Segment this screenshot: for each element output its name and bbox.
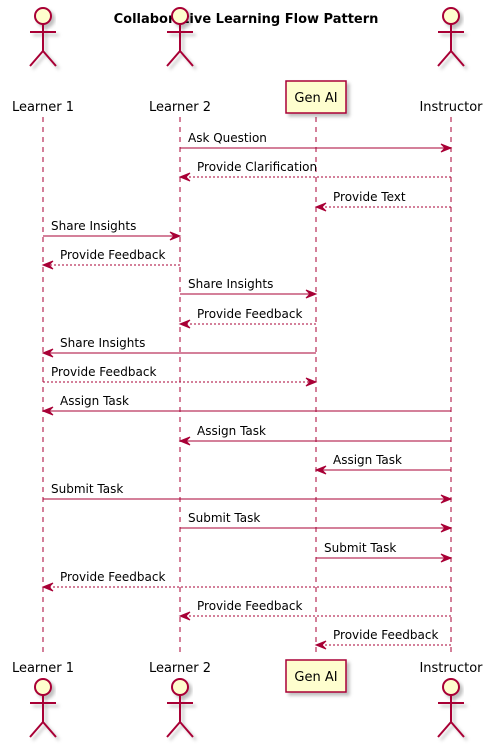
participant-genai-top: Gen AI xyxy=(285,80,347,114)
message-11: Assign Task xyxy=(178,424,451,446)
arrow-head xyxy=(440,523,453,533)
participant-label: Gen AI xyxy=(294,670,337,685)
message-label: Share Insights xyxy=(51,219,136,233)
arrow-head xyxy=(314,202,327,212)
arrow-head xyxy=(305,377,318,387)
message-label: Submit Task xyxy=(51,482,123,496)
arrow-head xyxy=(314,640,327,650)
message-7: Provide Feedback xyxy=(178,307,316,329)
message-8: Share Insights xyxy=(41,336,316,358)
participant-instructor-bottom: Instructor xyxy=(419,661,483,738)
message-label: Assign Task xyxy=(197,424,266,438)
message-label: Provide Feedback xyxy=(197,599,302,613)
message-15: Submit Task xyxy=(316,541,453,563)
message-label: Provide Text xyxy=(333,190,406,204)
message-label: Provide Feedback xyxy=(197,307,302,321)
message-18: Provide Feedback xyxy=(314,628,451,650)
arrow-head xyxy=(41,582,54,592)
message-10: Assign Task xyxy=(41,394,451,416)
message-label: Submit Task xyxy=(188,511,260,525)
message-14: Submit Task xyxy=(180,511,453,533)
message-5: Provide Feedback xyxy=(41,248,180,270)
arrow-head xyxy=(440,553,453,563)
participant-label: Instructor xyxy=(419,661,483,676)
message-9: Provide Feedback xyxy=(43,365,318,387)
message-label: Provide Feedback xyxy=(60,248,165,262)
message-label: Provide Clarification xyxy=(197,160,317,174)
arrow-head xyxy=(41,406,54,416)
message-label: Share Insights xyxy=(60,336,145,350)
participant-label: Instructor xyxy=(419,100,483,115)
arrow-head xyxy=(314,465,327,475)
participant-learner1-top: Learner 1 xyxy=(12,7,74,115)
arrow-head xyxy=(440,143,453,153)
arrow-head xyxy=(178,611,191,621)
diagram-title: Collaborative Learning Flow Pattern xyxy=(114,12,379,27)
message-label: Provide Feedback xyxy=(333,628,438,642)
participant-label: Gen AI xyxy=(294,91,337,106)
arrow-head xyxy=(178,319,191,329)
arrow-head xyxy=(178,436,191,446)
message-label: Assign Task xyxy=(60,394,129,408)
participant-instructor-top: Instructor xyxy=(419,7,483,115)
message-label: Submit Task xyxy=(324,541,396,555)
participant-learner2-top: Learner 2 xyxy=(149,7,211,115)
arrow-head xyxy=(305,289,318,299)
message-2: Provide Clarification xyxy=(178,160,451,182)
message-label: Ask Question xyxy=(188,131,267,145)
arrow-head xyxy=(440,494,453,504)
arrow-head xyxy=(41,348,54,358)
message-3: Provide Text xyxy=(314,190,451,212)
message-6: Share Insights xyxy=(180,277,318,299)
message-label: Provide Feedback xyxy=(51,365,156,379)
arrow-head xyxy=(178,172,191,182)
arrow-head xyxy=(169,231,182,241)
message-16: Provide Feedback xyxy=(41,570,451,592)
participant-label: Learner 2 xyxy=(149,100,211,115)
message-4: Share Insights xyxy=(43,219,182,241)
message-17: Provide Feedback xyxy=(178,599,451,621)
participant-label: Learner 1 xyxy=(12,661,74,676)
message-1: Ask Question xyxy=(180,131,453,153)
arrow-head xyxy=(41,260,54,270)
message-13: Submit Task xyxy=(43,482,453,504)
message-label: Assign Task xyxy=(333,453,402,467)
participant-genai-bottom: Gen AI xyxy=(285,659,347,693)
participant-label: Learner 1 xyxy=(12,100,74,115)
participant-label: Learner 2 xyxy=(149,661,211,676)
message-label: Share Insights xyxy=(188,277,273,291)
participant-learner1-bottom: Learner 1 xyxy=(12,661,74,738)
message-12: Assign Task xyxy=(314,453,451,475)
message-label: Provide Feedback xyxy=(60,570,165,584)
participant-learner2-bottom: Learner 2 xyxy=(149,661,211,738)
